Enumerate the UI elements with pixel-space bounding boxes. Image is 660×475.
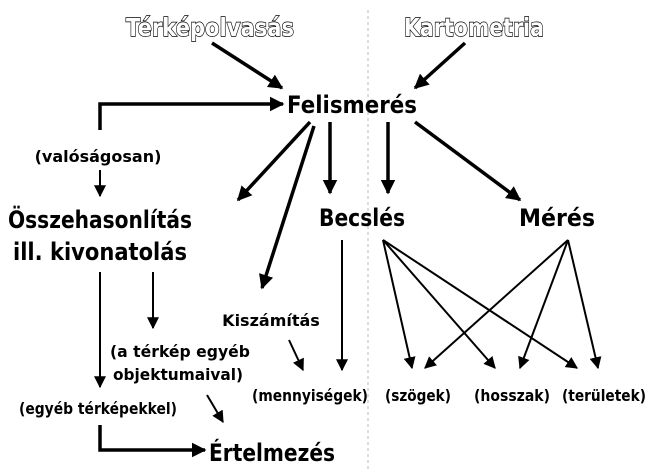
kartometria-title: Kartometria [404, 13, 544, 42]
meres-node: Mérés [519, 204, 595, 232]
arrow-meres-teruletek [567, 239, 602, 370]
mennyisegek-label: (mennyiségek) [252, 386, 368, 405]
becsles-node: Becslés [319, 204, 405, 232]
teruletek-label: (területek) [562, 386, 646, 405]
ertelmezes-node: Értelmezés [209, 438, 335, 467]
arrow-felismeres-osszehasonlitas [236, 120, 312, 202]
osszehasonlitas-node-line1: Összehasonlítás [8, 204, 192, 234]
arrow-felismeres-kiszamitas [259, 125, 316, 290]
osszehasonlitas-node-line2: ill. kivonatolás [13, 238, 187, 266]
arrow-becsles-szogek [382, 239, 416, 370]
terkepolvasas-title: Térképolvasás [126, 13, 294, 42]
arrow-terkepolvasas-felismeres [211, 41, 284, 90]
kiszamitas-label: Kiszámítás [222, 311, 320, 330]
arrow-felismeres-meres [413, 120, 522, 202]
terkep-egyeb-label-line1: (a térkép egyéb [110, 342, 250, 361]
arrow-to-ertelmezes [98, 425, 207, 458]
arrow-meres-szogek [424, 239, 569, 369]
arrow-becsles-teruletek [382, 239, 579, 369]
valosagosan-label: (valóságosan) [35, 147, 162, 166]
arrow-kiszamitas-mennyisegek [288, 339, 304, 372]
arrow-loop-to-felismeres [98, 96, 285, 130]
egyeb-terkepekkel-label: (egyéb térképekkel) [19, 399, 177, 418]
hosszak-label: (hosszak) [474, 386, 550, 405]
felismeres-node: Felismerés [287, 91, 417, 119]
arrow-kartometria-felismeres [413, 41, 467, 90]
arrow-meres-hosszak [518, 239, 569, 370]
arrow-becsles-hosszak [382, 239, 496, 369]
arrow-terkep-egyeb-ertelmezes [206, 394, 224, 424]
terkep-egyeb-label-line2: objektumaival) [113, 365, 243, 384]
szogek-label: (szögek) [385, 386, 451, 405]
